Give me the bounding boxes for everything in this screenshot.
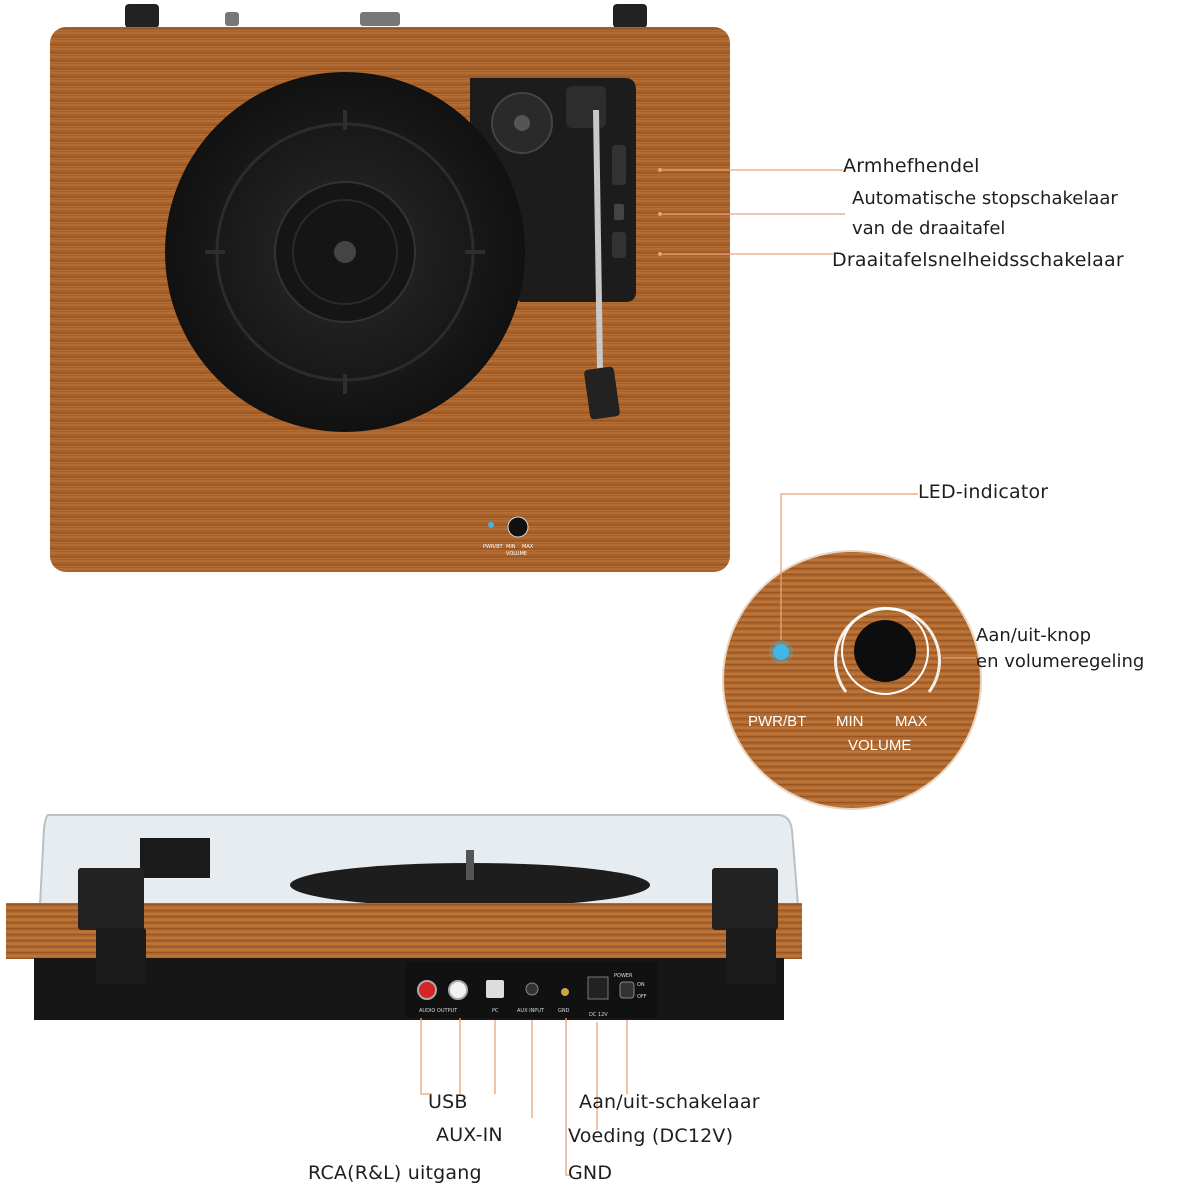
off-label: OFF — [637, 994, 647, 1000]
power-switch-callout: Aan/uit-schakelaar — [579, 1091, 760, 1113]
rca-output-callout: RCA(R&L) uitgang — [308, 1162, 482, 1184]
on-label: ON — [637, 982, 645, 988]
led-small — [488, 522, 494, 528]
rear-platter — [290, 863, 650, 907]
svg-text:VOLUME: VOLUME — [506, 551, 527, 557]
rear-jacks — [360, 12, 400, 26]
rca-right-jack — [417, 980, 437, 1000]
svg-text:MIN: MIN — [506, 544, 516, 550]
arm-lift-callout: Armhefhendel — [843, 155, 980, 177]
hinge-left — [125, 4, 159, 28]
dc-small-label: DC 12V — [589, 1012, 608, 1018]
tonearm — [593, 109, 603, 371]
dc-jack — [587, 976, 609, 1000]
zoom-callout-lines — [780, 493, 976, 659]
led-indicator — [773, 644, 789, 660]
usb-port — [486, 980, 504, 998]
spindle — [334, 241, 356, 263]
dc-power-callout: Voeding (DC12V) — [568, 1125, 734, 1147]
rca-left-jack — [448, 980, 468, 1000]
zoom-min-label: MIN — [836, 713, 864, 730]
knob-callout-line2: en volumeregeling — [976, 651, 1145, 672]
speed-switch-callout: Draaitafelsnelheidsschakelaar — [832, 249, 1124, 271]
pc-label: PC — [492, 1008, 499, 1014]
turntable-rear-view — [6, 814, 802, 1020]
usb-callout: USB — [428, 1091, 468, 1113]
hinge-rear-left — [78, 868, 144, 930]
gnd-small-label: GND — [558, 1008, 570, 1014]
aux-input-label: AUX INPUT — [517, 1008, 545, 1014]
volume-knob-small — [507, 516, 529, 538]
auto-stop-callout-line1: Automatische stopschakelaar — [852, 188, 1118, 209]
rear-jack — [225, 12, 239, 26]
pwr-small-label: PWR/BT — [483, 544, 504, 550]
speed-switch — [612, 232, 626, 258]
zoom-volume-label: VOLUME — [848, 737, 911, 754]
aux-in-callout: AUX-IN — [436, 1124, 503, 1146]
led-indicator-callout: LED-indicator — [918, 481, 1049, 503]
audio-output-label: AUDIO OUTPUT — [419, 1008, 458, 1014]
aux-input-jack — [525, 982, 539, 996]
gnd-terminal — [561, 988, 569, 996]
power-small-label: POWER — [614, 973, 633, 979]
arm-lift-lever — [612, 145, 626, 185]
top-callout-lines — [660, 169, 845, 255]
volume-zoom-circle — [722, 550, 982, 810]
knob-callout-line1: Aan/uit-knop — [976, 625, 1092, 646]
turntable-top-view — [50, 4, 730, 572]
bottom-callout-lines — [420, 1018, 628, 1176]
volume-knob — [854, 620, 916, 682]
zoom-pwr-label: PWR/BT — [748, 713, 806, 730]
zoom-max-label: MAX — [895, 713, 928, 730]
hinge-rear-right — [712, 868, 778, 930]
gnd-callout: GND — [568, 1162, 613, 1184]
auto-stop-callout-line2: van de draaitafel — [852, 218, 1006, 239]
hinge-right — [613, 4, 647, 28]
cartridge — [584, 366, 620, 420]
tonearm-pivot — [566, 86, 606, 128]
power-switch — [619, 981, 635, 999]
svg-text:MAX: MAX — [522, 544, 534, 550]
auto-stop-switch — [614, 204, 624, 220]
